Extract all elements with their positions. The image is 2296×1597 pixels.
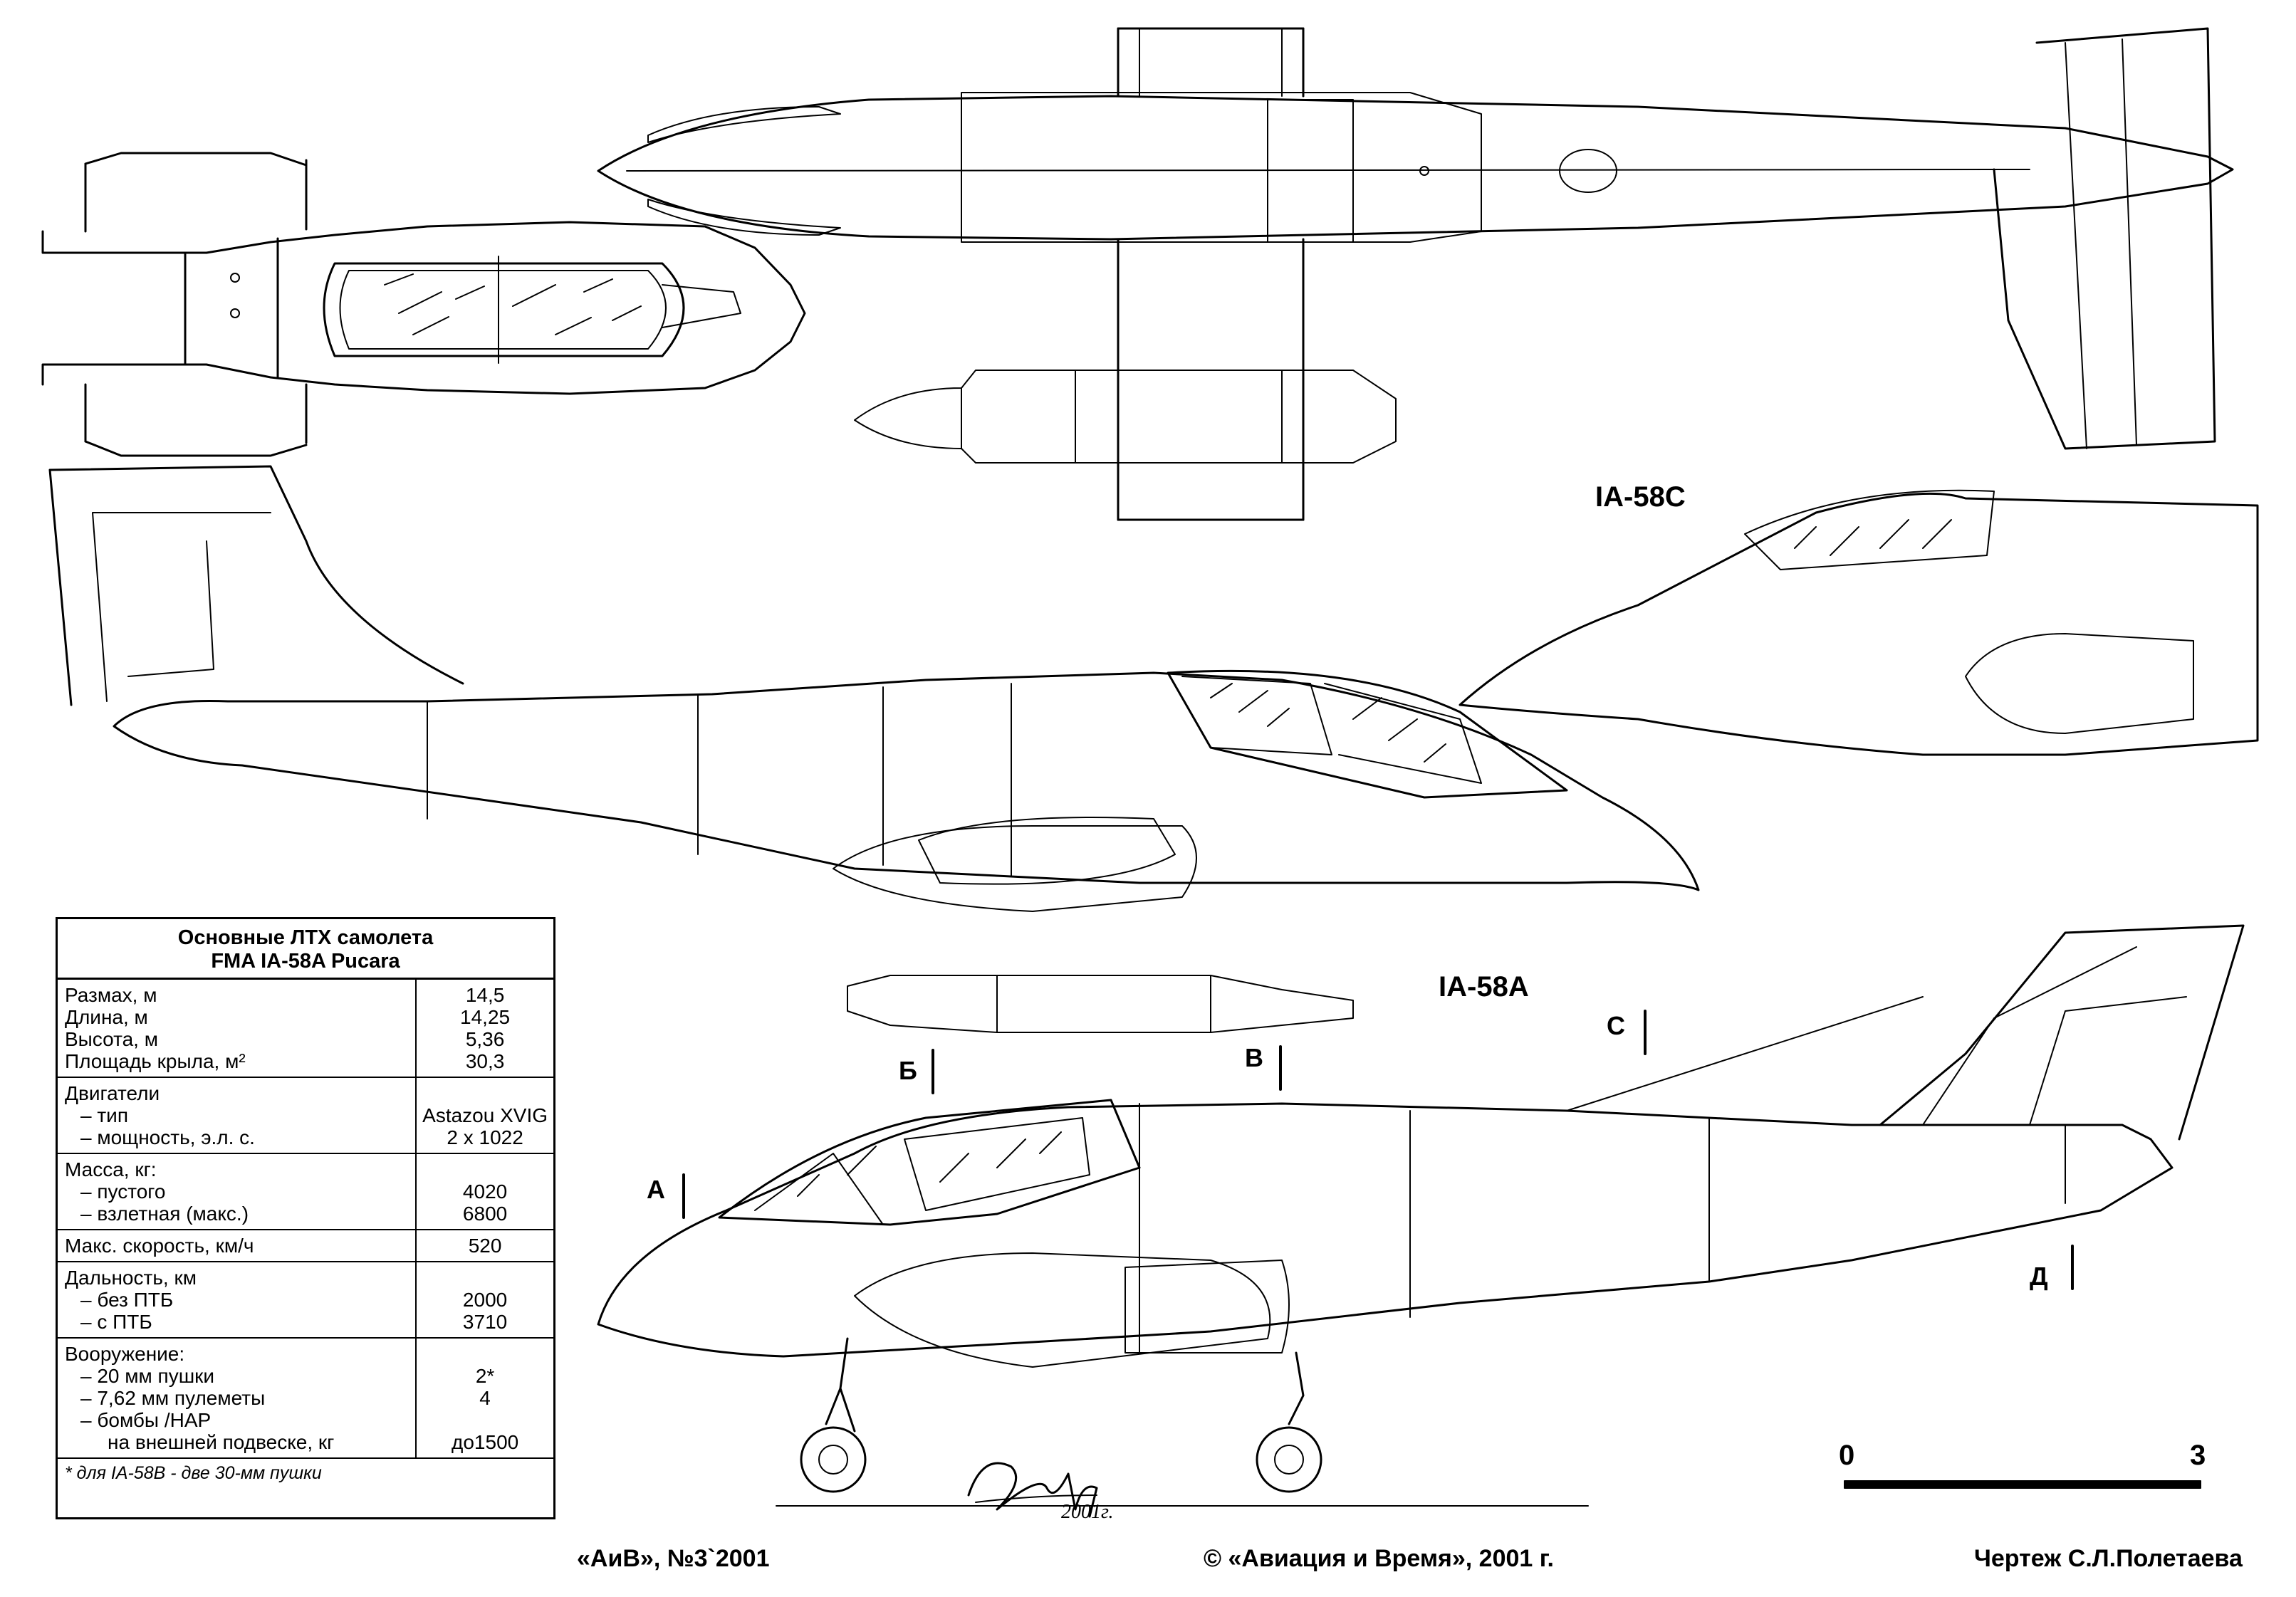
spec-value [415,1267,553,1289]
spec-value: 14,25 [415,1006,553,1028]
spec-row: – мощность, э.л. с. 2 x 1022 [58,1126,553,1148]
spec-label: Дальность, км [65,1267,197,1289]
spec-label: Масса, кг: [65,1158,157,1180]
spec-table-title: Основные ЛТХ самолета FMA IA-58A Pucara [58,919,553,980]
spec-row: – 20 мм пушки 2* [58,1365,553,1387]
section-mark-d: Д [2030,1262,2048,1291]
spec-label: Двигатели [65,1082,160,1104]
spec-value: 2 x 1022 [415,1126,553,1148]
spec-row: – тип Astazou XVIG [58,1104,553,1126]
spec-footnote: * для IA-58B - две 30-мм пушки [58,1457,553,1488]
spec-row: – взлетная (макс.) 6800 [58,1203,553,1225]
spec-row: – с ПТБ 3710 [58,1311,553,1333]
spec-label: Вооружение: [65,1343,185,1365]
spec-row: Масса, кг: [58,1158,553,1180]
section-mark-v: В [1245,1043,1263,1072]
spec-row: – пустого 4020 [58,1180,553,1203]
spec-value: 520 [415,1235,553,1257]
scale-bar [1844,1480,2201,1489]
spec-label: Длина, м [65,1006,148,1028]
spec-row: Длина, м 14,25 [58,1006,553,1028]
spec-row: Двигатели [58,1082,553,1104]
spec-value [415,1158,553,1180]
spec-label: Высота, м [65,1028,158,1050]
footer-right: Чертеж С.Л.Полетаева [1974,1545,2243,1572]
spec-title-line1: Основные ЛТХ самолета [177,926,434,949]
footer-left: «АиВ», №3`2001 [577,1545,770,1572]
spec-label: – 7,62 мм пулеметы [80,1387,266,1409]
spec-title-line2: FMA IA-58A Pucara [211,950,400,973]
spec-label: – с ПТБ [80,1311,152,1333]
section-mark-b: Б [899,1056,917,1085]
spec-row: – 7,62 мм пулеметы 4 [58,1387,553,1409]
spec-group: Макс. скорость, км/ч 520 [58,1230,553,1262]
spec-row: – бомбы /НАР [58,1409,553,1431]
spec-row: Макс. скорость, км/ч 520 [58,1235,553,1257]
spec-label: на внешней подвеске, кг [108,1431,335,1453]
spec-value: 4 [415,1387,553,1409]
spec-label: – 20 мм пушки [80,1365,215,1387]
spec-label: Макс. скорость, км/ч [65,1235,254,1257]
spec-value: 5,36 [415,1028,553,1050]
scale-start: 0 [1839,1440,1855,1471]
signature-year: 2001г. [1061,1501,1114,1523]
variant-label-ia58c: IA-58C [1595,481,1686,513]
spec-label: Размах, м [65,984,157,1006]
scale-end: 3 [2190,1440,2206,1471]
spec-value: 2* [415,1365,553,1387]
spec-row: Размах, м 14,5 [58,984,553,1006]
side-view-ia58c-nose [1459,489,2259,756]
spec-label: Площадь крыла, м² [65,1050,246,1072]
top-view-upper-left [41,152,806,457]
section-mark-s: С [1607,1011,1625,1040]
spec-row: Площадь крыла, м² 30,3 [58,1050,553,1072]
spec-row: на внешней подвеске, кг до1500 [58,1431,553,1453]
spec-value: 2000 [415,1289,553,1311]
spec-value: 3710 [415,1311,553,1333]
spec-value: 30,3 [415,1050,553,1072]
spec-value [415,1343,553,1365]
spec-row: Высота, м 5,36 [58,1028,553,1050]
variant-label-ia58a: IA-58A [1439,971,1529,1002]
spec-value: до1500 [415,1431,553,1453]
section-mark-a: А [647,1175,665,1204]
signature [967,1462,1098,1518]
section-ticks [682,1010,2074,1290]
spec-label: – мощность, э.л. с. [80,1126,255,1148]
spec-label: – без ПТБ [80,1289,174,1311]
planform-view [597,27,2234,521]
spec-value: 14,5 [415,984,553,1006]
side-view-main [597,924,2245,1507]
spec-value [415,1409,553,1431]
spec-label: – тип [80,1104,128,1126]
spec-value [415,1082,553,1104]
spec-table: Основные ЛТХ самолета FMA IA-58A Pucara … [56,917,555,1519]
side-view-ia58a [48,465,1700,1033]
spec-group: Дальность, км– без ПТБ 2000 – с ПТБ 3710 [58,1262,553,1339]
footer-center: © «Авиация и Время», 2001 г. [1204,1545,1554,1572]
spec-value: 4020 [415,1180,553,1203]
spec-row: – без ПТБ 2000 [58,1289,553,1311]
spec-row: Дальность, км [58,1267,553,1289]
spec-label: – бомбы /НАР [80,1409,212,1431]
spec-label: – взлетная (макс.) [80,1203,249,1225]
spec-value: Astazou XVIG [415,1104,553,1126]
spec-row: Вооружение: [58,1343,553,1365]
spec-label: – пустого [80,1180,166,1203]
spec-value: 6800 [415,1203,553,1225]
